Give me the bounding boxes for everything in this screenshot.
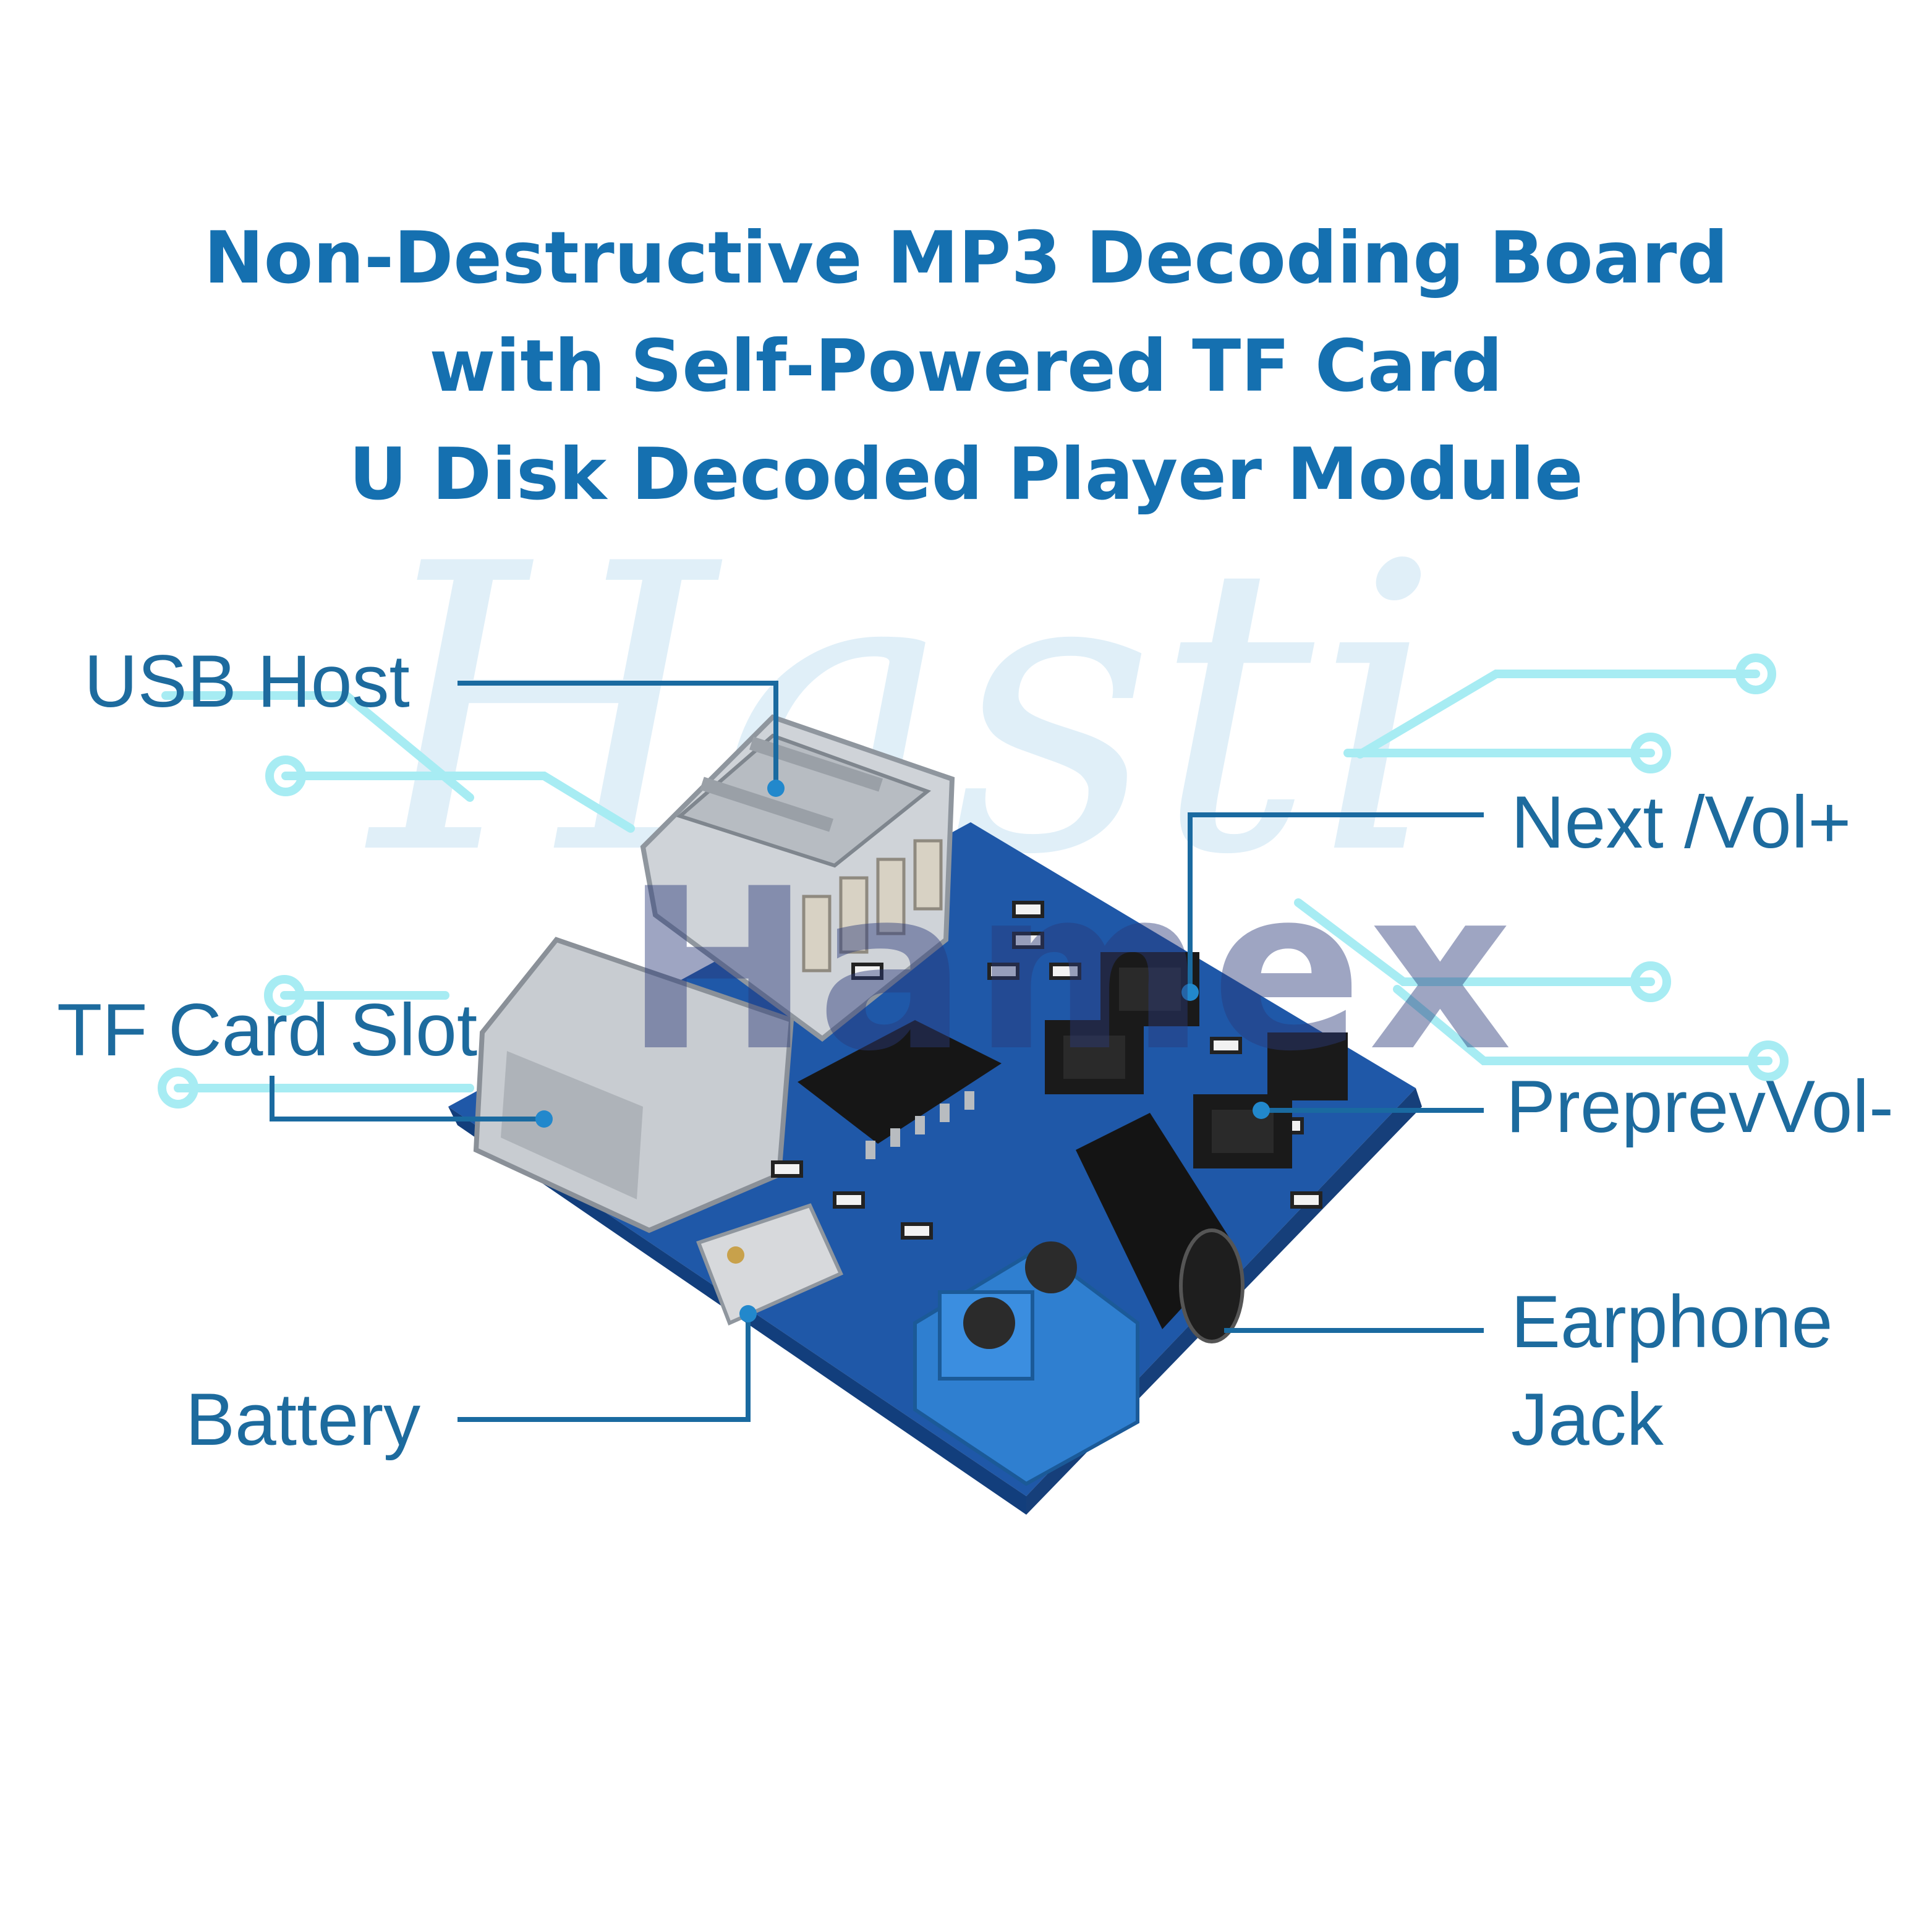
callout-dots: [535, 780, 1270, 1322]
label-tf-card-slot: TF Card Slot: [57, 989, 478, 1071]
label-usb-host: USB Host: [84, 640, 410, 723]
screw-terminal: [913, 1241, 1139, 1486]
earphone-jack: [1076, 1113, 1245, 1343]
smd-components: [771, 901, 1322, 1240]
circuit-traces-decoration: [158, 653, 1789, 1109]
label-earphone-jack: Jack: [1511, 1378, 1664, 1461]
battery-connector: [696, 1203, 843, 1326]
watermark-hamex: Hamex: [624, 841, 1518, 1100]
callout-leaders: [270, 681, 1484, 1422]
title-line-3: U Disk Decoded Player Module: [349, 433, 1583, 516]
title-line-1: Non-Destructive MP3 Decoding Board: [203, 216, 1729, 300]
label-battery: Battery: [185, 1378, 421, 1461]
label-prev-vol-minus: PreprevVol-: [1506, 1065, 1894, 1148]
ic-chip: [798, 1020, 1002, 1159]
label-next-vol-plus: Next /Vol+: [1511, 781, 1852, 864]
title-line-2: with Self-Powered TF Card: [429, 325, 1503, 408]
usb-port: [640, 714, 955, 1042]
tactile-buttons: [1045, 952, 1348, 1168]
tf-card-slot: [473, 937, 794, 1233]
label-earphone: Earphone: [1511, 1280, 1833, 1363]
